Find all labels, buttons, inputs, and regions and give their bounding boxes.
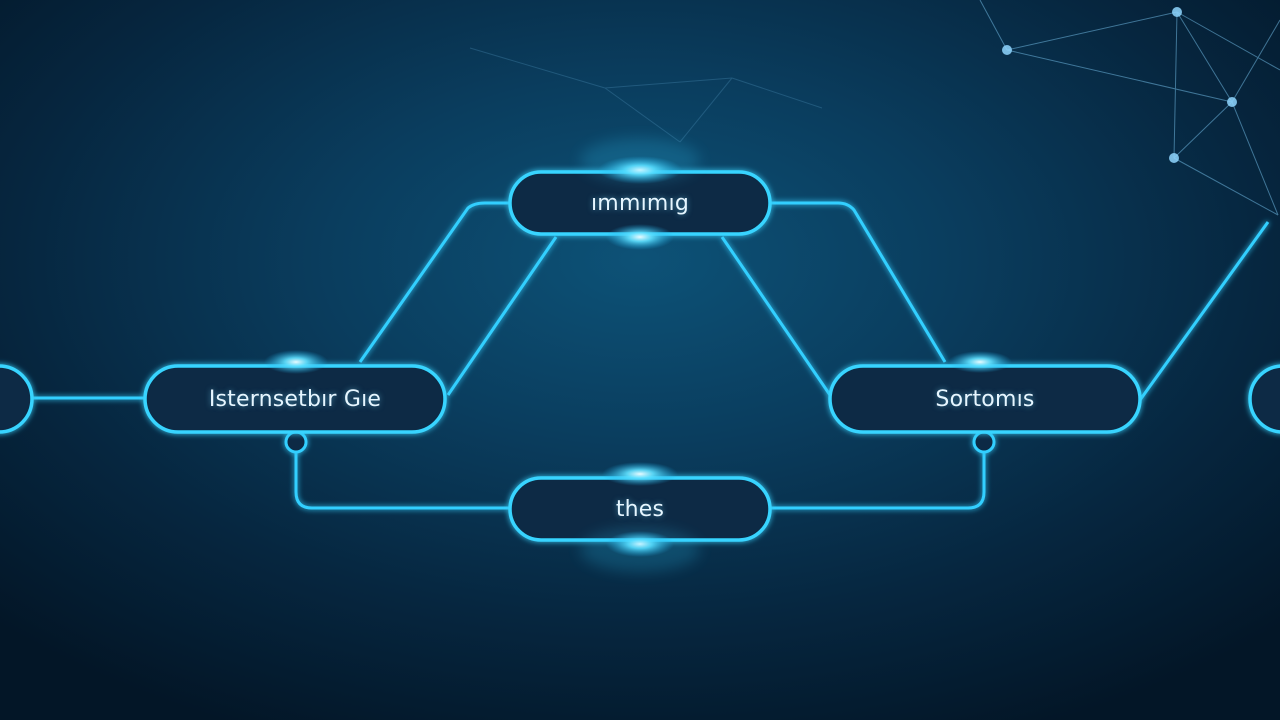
junction-rings [284, 430, 996, 454]
edge-top-right-outer [770, 201, 947, 363]
edge-right-exit [1138, 221, 1270, 401]
faint-network [469, 47, 823, 143]
edge-left-top-outer [358, 201, 510, 363]
node-offscreen-right [1248, 364, 1280, 434]
node-right [828, 364, 1142, 434]
connectors [32, 201, 1270, 510]
glow-spots [264, 138, 1012, 572]
edge-left-bottom [294, 442, 510, 510]
node-offscreen-left [0, 364, 34, 434]
edge-top-right-inner [720, 236, 832, 396]
node-left [143, 364, 447, 434]
network-nodes [1002, 7, 1237, 163]
edge-left-top-inner [446, 236, 558, 396]
edge-bottom-right [770, 442, 986, 510]
network-decoration [979, 0, 1280, 216]
